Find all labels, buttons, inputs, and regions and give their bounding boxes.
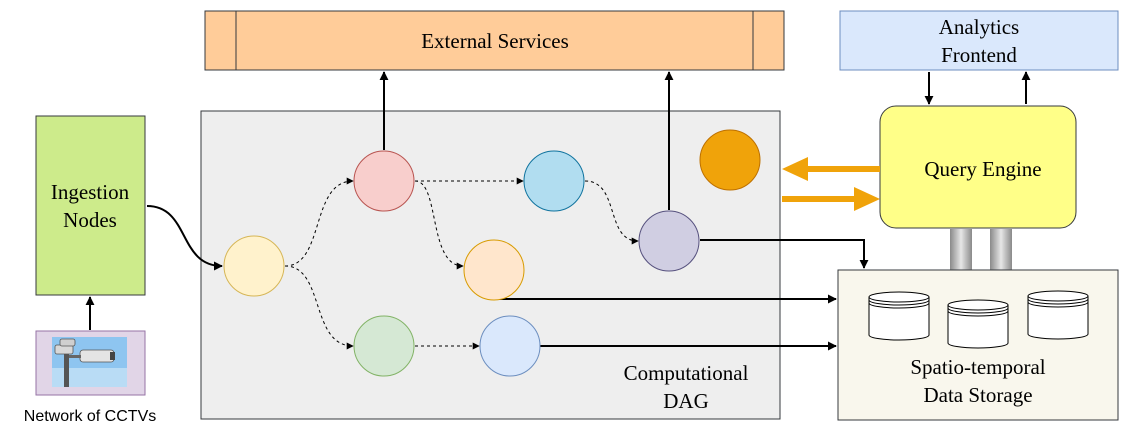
storage-pipes — [950, 229, 1012, 270]
dag-node-green — [353, 315, 415, 377]
data-flow-arrows — [85, 71, 1031, 351]
ingestion-nodes-box: Ingestion Nodes — [35, 115, 146, 296]
dag-edge — [584, 180, 639, 245]
database-icon — [947, 299, 1009, 349]
dag-node-lightblue — [479, 315, 541, 377]
dag-node-blue — [523, 150, 585, 212]
dag-node-purple — [638, 210, 700, 272]
analytics-frontend-label-line1: Analytics — [939, 15, 1019, 39]
dag-node-red — [353, 150, 415, 212]
database-icon — [1027, 290, 1089, 340]
query-engine-label: Query Engine — [924, 157, 1041, 181]
ingestion-to-dag-arrow — [146, 205, 223, 271]
storage-label-line2: Data Storage — [923, 383, 1032, 407]
dag-label-line2: DAG — [663, 389, 709, 413]
dag-node-peach — [463, 239, 525, 301]
query-dag-orange-arrows — [782, 157, 880, 211]
cctv-camera-icon — [52, 337, 127, 387]
ingestion-label-line2: Nodes — [63, 208, 117, 232]
analytics-frontend-label-line2: Frontend — [941, 43, 1017, 67]
dag-edge — [284, 265, 354, 350]
database-icon — [868, 291, 930, 341]
cctv-caption: Network of CCTVs — [24, 408, 156, 425]
dag-label-line1: Computational — [624, 361, 749, 385]
storage-label-line1: Spatio-temporal — [910, 355, 1045, 379]
query-engine-box: Query Engine — [879, 105, 1077, 229]
dag-nodes — [223, 129, 761, 377]
dag-dashed-edges — [284, 177, 639, 350]
dag-node-orange — [699, 129, 761, 191]
ingestion-label-line1: Ingestion — [51, 180, 130, 204]
cctv-box — [35, 330, 146, 396]
external-services-box: External Services — [204, 10, 785, 71]
dag-edge — [414, 180, 464, 270]
dag-node-source — [223, 235, 285, 297]
external-services-label: External Services — [421, 29, 569, 53]
dag-edge — [284, 177, 354, 267]
analytics-frontend-box: Analytics Frontend — [839, 10, 1119, 71]
node-to-storage-arrow — [700, 239, 869, 269]
